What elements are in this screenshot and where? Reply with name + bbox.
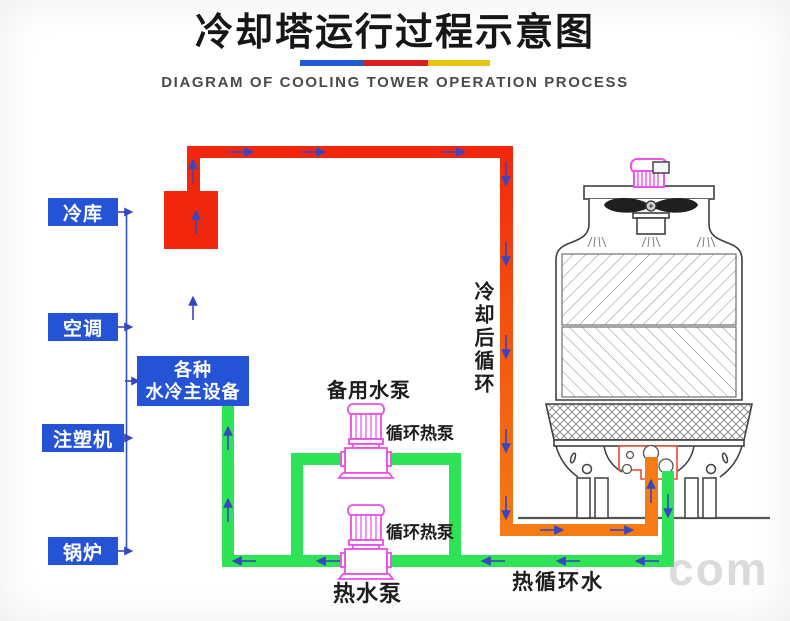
fan-gearbox — [632, 212, 670, 235]
source-box-boiler: 锅炉 — [48, 537, 118, 565]
main-equipment-box: 各种 水冷主设备 — [137, 356, 249, 406]
page-title: 冷却塔运行过程示意图 — [194, 12, 595, 54]
water-basin — [545, 403, 753, 441]
hot-pipe-bottom-horizontal — [500, 524, 658, 536]
bypass-loop-left — [291, 453, 303, 567]
bypass-loop-right — [449, 453, 461, 567]
cooling-tower-illustration — [518, 158, 770, 520]
fan-motor-icon — [630, 158, 670, 188]
circulation-heat-pump-label-top: 循环热泵 — [386, 424, 454, 443]
backup-pump-label: 备用水泵 — [327, 380, 411, 402]
underline-blue-segment — [300, 59, 364, 66]
page-subtitle: DIAGRAM OF COOLING TOWER OPERATION PROCE… — [161, 73, 629, 91]
backup-pump-icon — [337, 403, 395, 479]
underline-yellow-segment — [428, 59, 490, 66]
cool-pipe-tower-outlet — [662, 471, 674, 567]
cool-pipe-bottom-horizontal — [222, 555, 674, 567]
source-box-cold-storage: 冷库 — [48, 198, 118, 226]
circulation-heat-pump-label-bottom: 循环热泵 — [386, 523, 454, 542]
main-equipment-line1: 各种 — [174, 359, 212, 380]
hot-pipe-top-horizontal — [187, 146, 513, 158]
header: 冷却塔运行过程示意图 DIAGRAM OF COOLING TOWER OPER… — [0, 0, 790, 91]
title-underline-bar — [300, 59, 490, 66]
underline-red-segment — [364, 59, 428, 66]
source-box-injection-machine: 注塑机 — [42, 424, 124, 452]
tower-fill-upper — [561, 253, 737, 326]
cool-pipe-to-equipment — [222, 406, 234, 567]
cool-water-pipes — [222, 406, 674, 567]
condenser-red-block — [164, 191, 218, 249]
source-box-air-conditioner: 空调 — [48, 313, 118, 341]
fan-icon — [604, 198, 698, 213]
main-equipment-line2: 水冷主设备 — [145, 382, 241, 402]
watermark-text: com — [668, 543, 769, 595]
spray-vent-marks — [587, 236, 716, 248]
hot-circulation-water-label: 热循环水 — [512, 571, 604, 594]
source-label: 锅炉 — [62, 542, 103, 564]
tower-legs — [576, 477, 717, 519]
source-label: 注塑机 — [52, 429, 113, 451]
tower-fill-lower — [561, 326, 737, 398]
source-label: 空调 — [62, 318, 103, 340]
hot-water-pump-label: 热水泵 — [333, 581, 403, 606]
after-cooling-circulation-label: 冷却后循环 — [471, 281, 493, 396]
hot-water-pump-icon — [337, 504, 395, 580]
source-label: 冷库 — [62, 203, 103, 225]
